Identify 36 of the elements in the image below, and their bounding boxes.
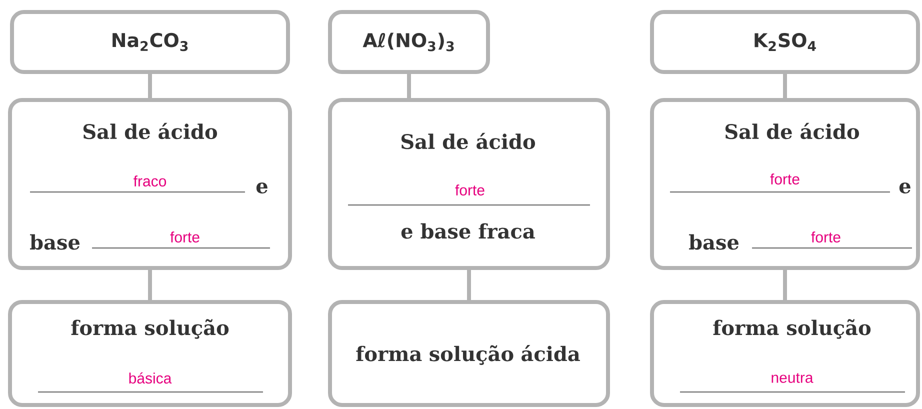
box-text: base xyxy=(689,234,739,250)
answer-text: básica xyxy=(129,372,172,384)
formula-text: Na$_{2}$CO$_{3}$ xyxy=(112,32,188,52)
box-text: e xyxy=(899,182,910,194)
box-text: Sal de ácido xyxy=(83,122,218,140)
formula-box xyxy=(10,10,290,74)
box-text: forma solução xyxy=(71,319,229,339)
solution-box xyxy=(8,300,292,407)
answer-text: forte xyxy=(811,232,840,242)
connector-line xyxy=(148,268,152,302)
box-text: forma solução ácida xyxy=(356,345,580,365)
salt-type-box xyxy=(328,98,610,270)
formula-text: Aℓ(NO$_{3}$)$_{3}$ xyxy=(362,32,454,52)
solution-box xyxy=(328,300,610,407)
salt-type-box xyxy=(650,98,920,270)
box-text: e xyxy=(256,182,268,194)
connector-line xyxy=(148,72,152,100)
box-text: base xyxy=(30,234,80,250)
connector-line xyxy=(783,72,787,100)
answer-text: fraco xyxy=(134,176,166,186)
connector-line xyxy=(467,268,471,302)
answer-text: forte xyxy=(770,174,800,184)
box-text: Sal de ácido xyxy=(725,122,860,140)
formula-box xyxy=(328,10,490,74)
box-text: Sal de ácido xyxy=(401,132,536,150)
answer-text: forte xyxy=(170,232,200,242)
box-text: e base fraca xyxy=(401,223,535,239)
answer-text: neutra xyxy=(772,373,814,383)
formula-text: K$_{2}$SO$_{4}$ xyxy=(754,33,816,51)
connector-line xyxy=(783,268,787,302)
box-text: forma solução xyxy=(713,319,871,339)
answer-text: forte xyxy=(455,184,484,196)
formula-box xyxy=(650,10,920,74)
connector-line xyxy=(407,72,411,100)
salt-type-box xyxy=(8,98,292,270)
solution-box xyxy=(650,300,920,407)
